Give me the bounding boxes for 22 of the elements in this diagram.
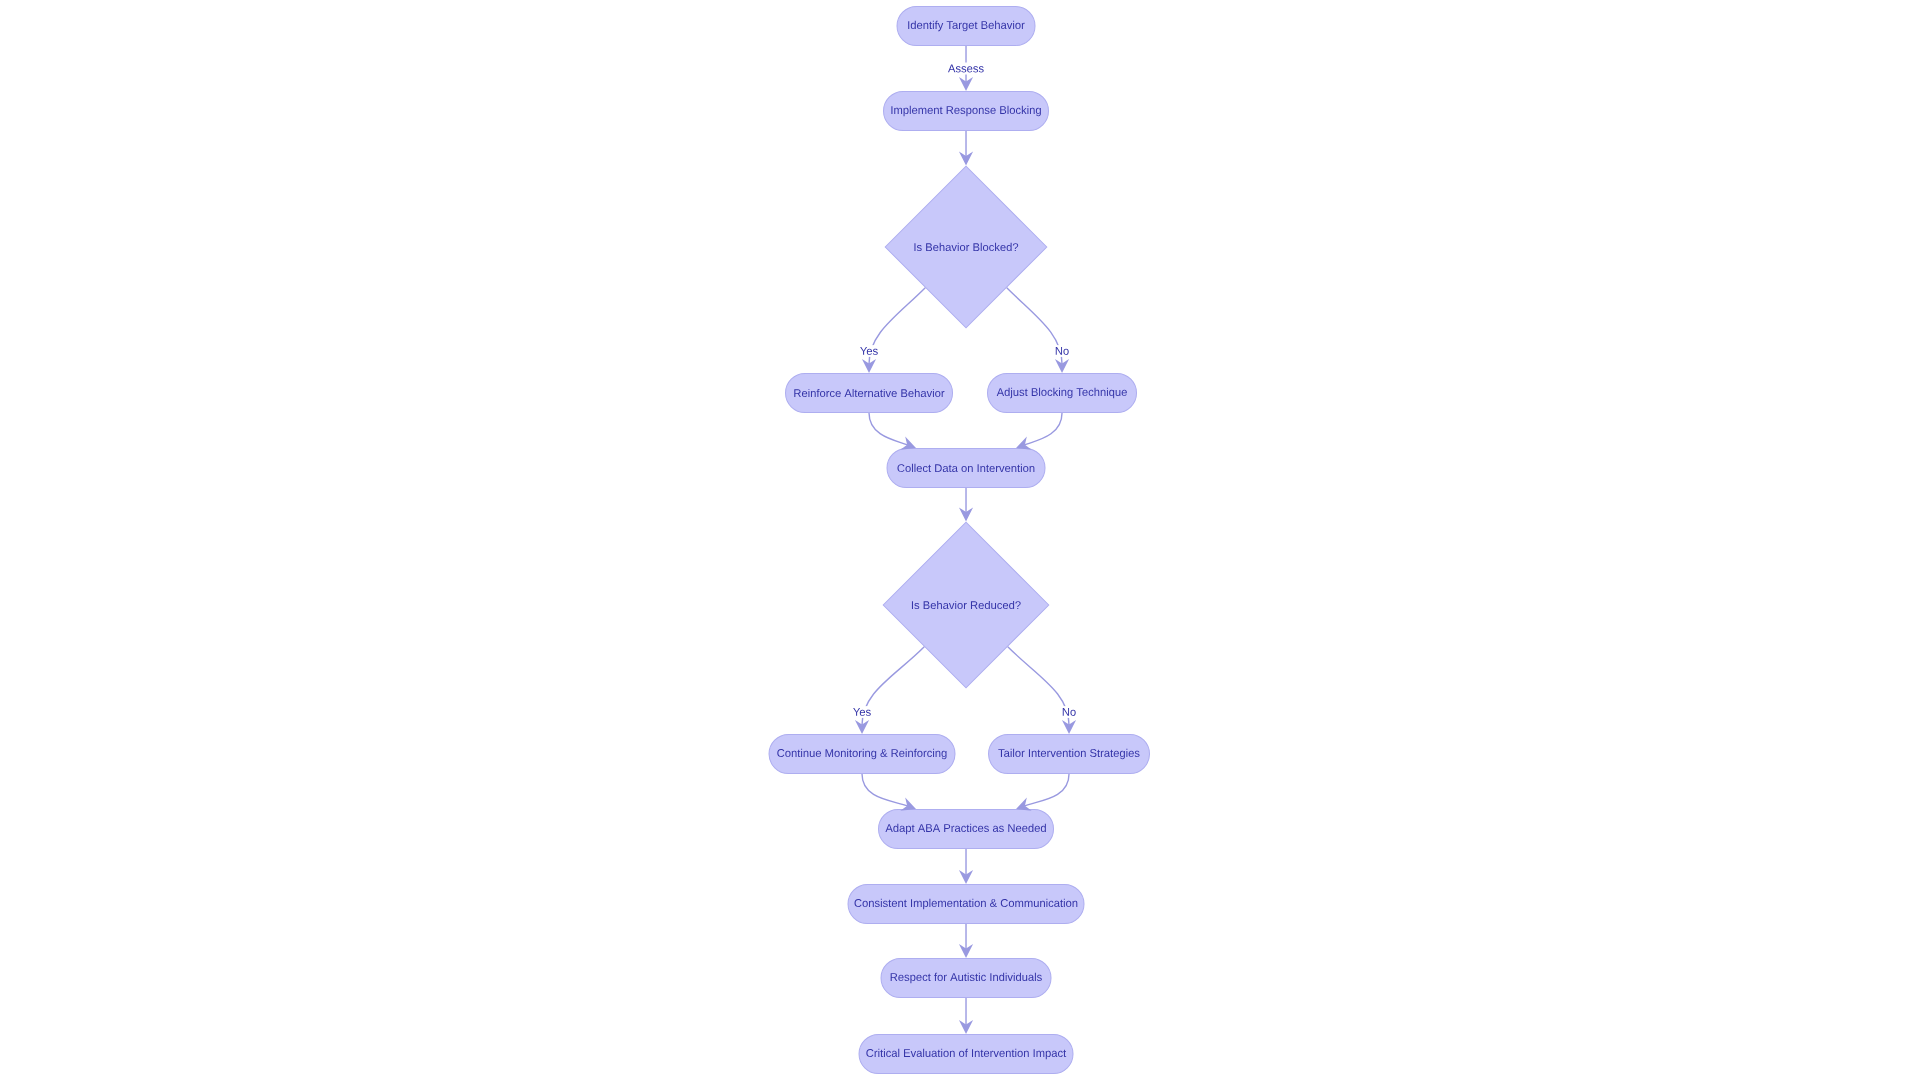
process-box: Continue Monitoring & Reinforcing [768,734,956,774]
process-box: Adapt ABA Practices as Needed [878,809,1054,849]
process-box: Identify Target Behavior [896,6,1036,46]
process-box: Consistent Implementation & Communication [847,884,1085,924]
process-box: Critical Evaluation of Intervention Impact [858,1034,1074,1074]
process-box: Tailor Intervention Strategies [988,734,1150,774]
edge-label: No [1059,706,1079,718]
arrow [1006,287,1070,373]
process-box: Adjust Blocking Technique [987,373,1137,413]
edge-label: Yes [857,345,881,357]
arrow [868,412,916,450]
edge-label: No [1052,345,1072,357]
process-box: Respect for Autistic Individuals [880,958,1052,998]
process-box: Collect Data on Intervention [886,448,1046,488]
arrow [861,773,916,811]
process-box: Implement Response Blocking [883,91,1049,131]
edge-label: Yes [850,706,874,718]
process-box: Reinforce Alternative Behavior [785,373,953,413]
arrow [1016,773,1070,811]
arrow [1007,646,1077,734]
arrow [1016,412,1063,450]
edge-label: Assess [945,62,987,75]
